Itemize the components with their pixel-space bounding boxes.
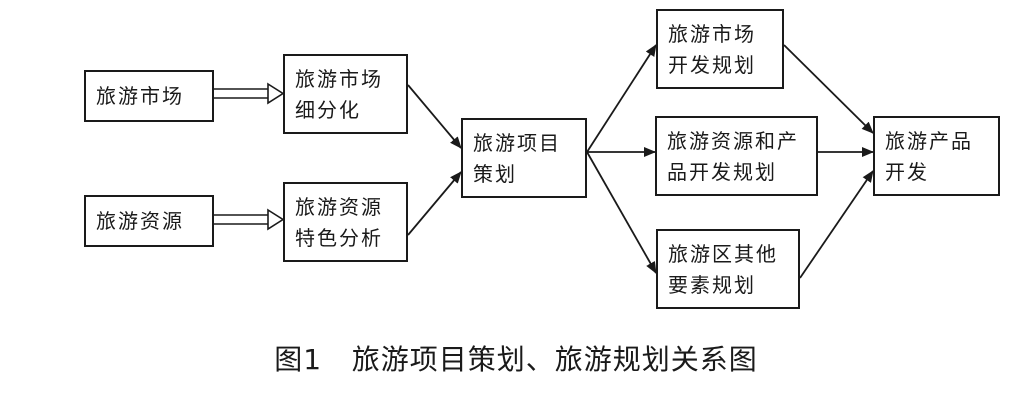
edge-resource-to-resource-feat — [214, 208, 285, 231]
node-tourism-market-segmentation: 旅游市场 细分化 — [283, 54, 408, 134]
node-label-line: 策划 — [473, 162, 517, 186]
edge-project-plan-to-market-dev — [586, 44, 657, 153]
node-tourism-area-other-elements-planning: 旅游区其他 要素规划 — [656, 229, 800, 309]
node-label-line: 品开发规划 — [667, 160, 777, 184]
node-label-line: 旅游市场 — [96, 84, 184, 108]
edge-resource-feat-to-project-plan — [407, 171, 462, 236]
figure-caption: 图1 旅游项目策划、旅游规划关系图 — [274, 343, 758, 376]
node-tourism-resource-feature-analysis: 旅游资源 特色分析 — [283, 182, 408, 262]
node-label-line: 细分化 — [295, 98, 361, 122]
node-tourism-market: 旅游市场 — [84, 70, 214, 122]
node-tourism-project-planning: 旅游项目 策划 — [461, 118, 587, 198]
edge-market-seg-to-project-plan — [407, 84, 462, 149]
node-label-line: 开发 — [885, 160, 929, 184]
edge-project-plan-to-area-other — [586, 151, 657, 274]
node-tourism-market-development-planning: 旅游市场 开发规划 — [656, 9, 784, 89]
edge-area-other-to-product-dev — [799, 170, 874, 279]
node-label-line: 旅游项目 — [473, 131, 561, 155]
node-label-line: 旅游市场 — [295, 67, 383, 91]
node-resource-and-product-development-planning: 旅游资源和产 品开发规划 — [655, 116, 818, 196]
node-label-line: 旅游产品 — [885, 129, 973, 153]
node-label-line: 旅游资源和产 — [667, 129, 799, 153]
edge-market-to-market-seg — [214, 82, 285, 105]
node-label-line: 旅游市场 — [668, 22, 756, 46]
node-label-line: 要素规划 — [668, 273, 756, 297]
node-label-line: 旅游资源 — [96, 209, 184, 233]
node-label-line: 旅游资源 — [295, 195, 383, 219]
node-label-line: 特色分析 — [295, 226, 383, 250]
node-tourism-resource: 旅游资源 — [84, 195, 214, 247]
node-label-line: 旅游区其他 — [668, 242, 778, 266]
edge-market-dev-to-product-dev — [783, 44, 874, 134]
node-tourism-product-development: 旅游产品 开发 — [873, 116, 1000, 196]
node-label-line: 开发规划 — [668, 53, 756, 77]
